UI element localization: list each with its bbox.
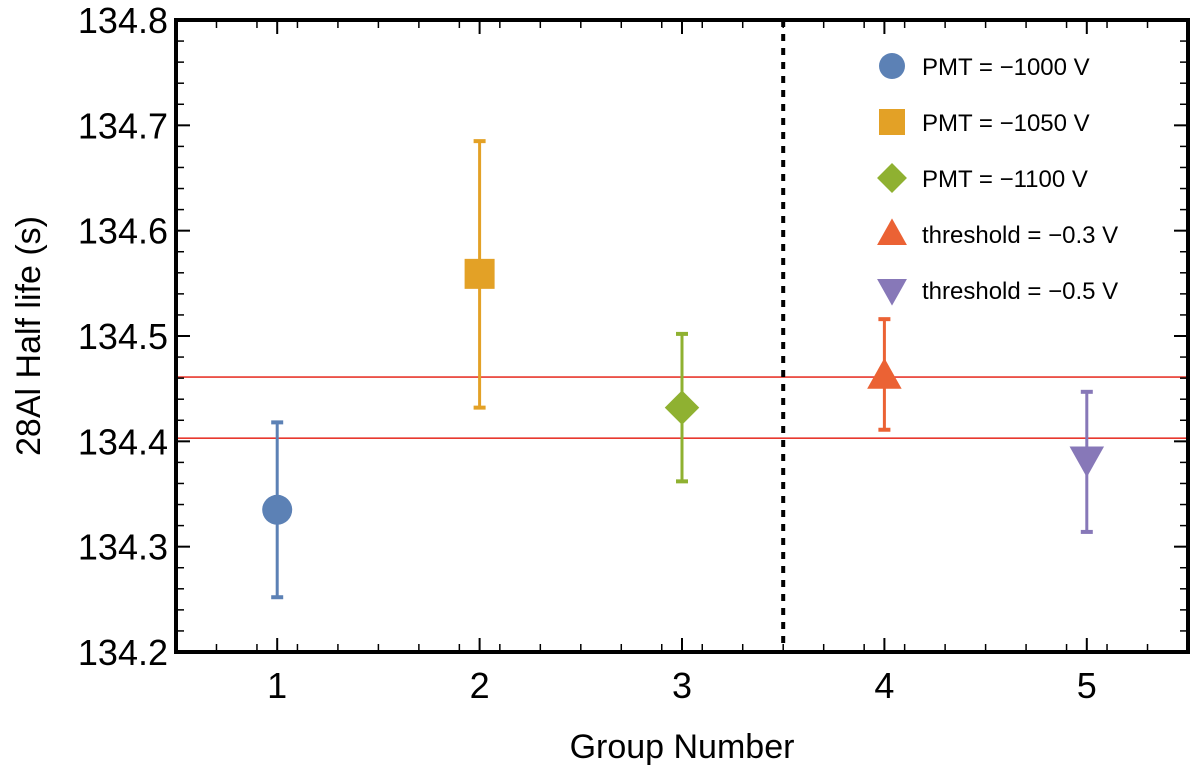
legend-entry: PMT = −1100 V bbox=[877, 163, 1088, 193]
legend-label: threshold = −0.3 V bbox=[922, 222, 1118, 249]
y-axis-label: 28Al Half life (s) bbox=[10, 216, 48, 456]
data-point-marker bbox=[262, 494, 293, 525]
legend-marker bbox=[877, 163, 907, 193]
y-tick-label: 134.7 bbox=[78, 105, 168, 146]
legend-label: threshold = −0.5 V bbox=[922, 278, 1118, 305]
series-5 bbox=[1069, 389, 1105, 534]
series-4 bbox=[867, 317, 902, 432]
x-axis-label: Group Number bbox=[570, 728, 795, 766]
data-point-marker bbox=[464, 258, 495, 289]
legend-entry: PMT = −1000 V bbox=[879, 53, 1090, 81]
data-point-marker bbox=[664, 390, 700, 425]
y-tick-label: 134.5 bbox=[78, 316, 168, 357]
legend-entry: threshold = −0.5 V bbox=[877, 278, 1118, 306]
y-tick-label: 134.3 bbox=[78, 527, 168, 568]
y-tick-label: 134.4 bbox=[78, 421, 168, 462]
x-tick-label: 2 bbox=[470, 665, 490, 706]
x-tick-label: 1 bbox=[267, 665, 287, 706]
x-tick-label: 3 bbox=[672, 665, 692, 706]
y-tick-label: 134.6 bbox=[78, 211, 168, 252]
data-series bbox=[262, 139, 1105, 600]
legend-label: PMT = −1100 V bbox=[922, 166, 1088, 193]
legend-marker bbox=[877, 278, 907, 306]
legend-entry: PMT = −1050 V bbox=[879, 109, 1090, 137]
legend-entry: threshold = −0.3 V bbox=[877, 218, 1118, 249]
x-tick-label: 4 bbox=[874, 665, 894, 706]
series-1 bbox=[262, 420, 293, 600]
legend-label: PMT = −1050 V bbox=[922, 110, 1090, 137]
data-point-marker bbox=[867, 358, 902, 389]
x-tick-label: 5 bbox=[1077, 665, 1097, 706]
y-tick-label: 134.8 bbox=[78, 0, 168, 41]
legend-marker bbox=[879, 53, 905, 79]
series-3 bbox=[664, 331, 700, 484]
legend-marker bbox=[879, 109, 905, 135]
tick-labels: 1 2 3 4 5 134.2 134.3 134.4 134.5 134.6 134.7 134.8 bbox=[78, 0, 1097, 706]
y-tick-label: 134.2 bbox=[78, 632, 168, 673]
series-2 bbox=[464, 139, 495, 410]
legend-label: PMT = −1000 V bbox=[922, 54, 1090, 81]
legend-marker bbox=[877, 218, 907, 246]
data-point-marker bbox=[1069, 446, 1105, 478]
plot-frame bbox=[174, 18, 1190, 654]
legend: PMT = −1000 V PMT = −1050 V PMT = −1100 V t… bbox=[877, 53, 1118, 306]
